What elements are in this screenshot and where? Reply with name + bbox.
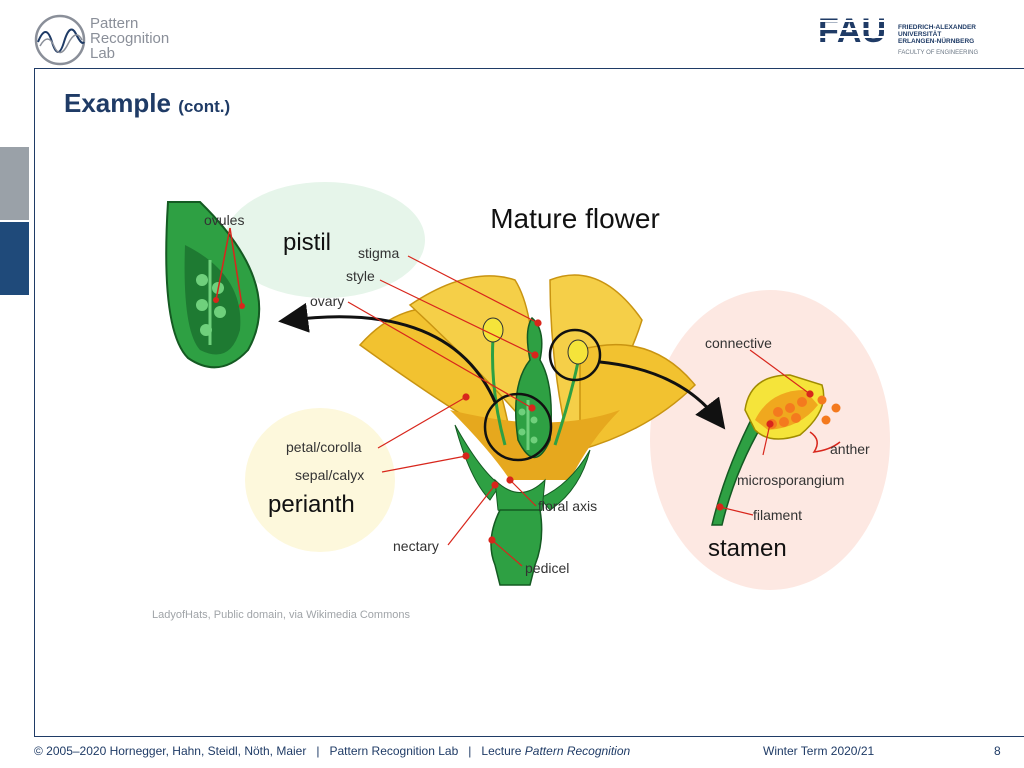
side-tab-current[interactable] — [0, 222, 29, 295]
stamen-bubble — [650, 290, 890, 590]
footer-separator-2: | — [468, 744, 472, 758]
logo-line-2: Recognition — [90, 30, 170, 47]
lab-logo-text: Pattern Recognition Lab — [90, 16, 169, 61]
label-stigma: stigma — [358, 245, 399, 261]
slide-title-suffix: (cont.) — [178, 97, 231, 116]
ovary-magnifier — [483, 392, 553, 462]
footer-copyright: © 2005–2020 Hornegger, Hahn, Steidl, Nöt… — [34, 744, 307, 758]
side-tab-previous[interactable] — [0, 147, 29, 220]
flower-pistil — [514, 316, 552, 459]
fau-line-2: UNIVERSITÄT — [898, 31, 942, 38]
label-ovary: ovary — [310, 293, 344, 309]
perianth-bubble — [245, 408, 395, 552]
page-number: 8 — [994, 744, 1001, 758]
label-style: style — [346, 268, 375, 284]
label-leader-lines — [347, 255, 814, 567]
footer-text: © 2005–2020 Hornegger, Hahn, Steidl, Nöt… — [34, 744, 630, 758]
label-nectary: nectary — [393, 538, 439, 554]
label-sepal: sepal/calyx — [295, 467, 364, 483]
label-pedicel: pedicel — [525, 560, 569, 576]
footer-lecture-name: Pattern Recognition — [524, 744, 631, 758]
logo-line-1: Pattern — [90, 15, 139, 32]
pattern-recognition-lab-logo: Pattern Recognition Lab — [34, 12, 194, 68]
footer-lecture-prefix: Lecture — [481, 744, 522, 758]
frame-left-rule — [34, 68, 35, 736]
flower-stamens — [482, 317, 589, 446]
petals — [358, 274, 697, 480]
frame-bottom-rule — [34, 736, 1024, 737]
fau-logo: FAU — [818, 12, 994, 62]
stem-and-sepals — [454, 424, 591, 586]
label-anther: anther — [830, 441, 870, 457]
slide-title: Example (cont.) — [64, 88, 230, 119]
label-perianth: perianth — [268, 491, 355, 518]
fau-line-3: ERLANGEN-NÜRNBERG — [898, 38, 975, 45]
logo-line-3: Lab — [90, 45, 116, 62]
lab-logo-icon — [34, 14, 86, 66]
label-petal: petal/corolla — [286, 439, 362, 455]
faculty-label: FACULTY OF ENGINEERING — [898, 50, 979, 56]
label-connective: connective — [705, 335, 772, 351]
stamen-arrow — [599, 360, 726, 430]
fau-mark: FAU — [818, 12, 886, 46]
fau-university-name: FRIEDRICH-ALEXANDER UNIVERSITÄT ERLANGEN… — [898, 24, 976, 45]
label-floral-axis: floral axis — [538, 498, 597, 514]
fau-mark-icon: FAU — [818, 12, 894, 50]
footer-term: Winter Term 2020/21 — [763, 744, 875, 758]
label-stamen: stamen — [708, 535, 787, 562]
pistil-detail — [165, 201, 261, 369]
stamen-magnifier — [548, 328, 602, 382]
footer-lab: Pattern Recognition Lab — [329, 744, 459, 758]
slide-title-main: Example — [64, 88, 171, 118]
fau-line-1: FRIEDRICH-ALEXANDER — [898, 24, 976, 31]
label-filament: filament — [753, 507, 802, 523]
label-ovules: ovules — [204, 212, 244, 228]
diagram-title: Mature flower — [490, 203, 660, 234]
frame-top-rule — [34, 68, 1024, 69]
image-credit: LadyofHats, Public domain, via Wikimedia… — [152, 609, 410, 621]
mature-flower-diagram: Mature flower ovules pistil stigma style… — [165, 182, 890, 590]
label-microsporangium: microsporangium — [737, 472, 844, 488]
ovary-arrow — [278, 302, 497, 403]
pistil-bubble — [225, 182, 425, 298]
stamen-detail — [711, 374, 841, 526]
label-pistil: pistil — [283, 229, 331, 256]
footer-separator-1: | — [316, 744, 320, 758]
